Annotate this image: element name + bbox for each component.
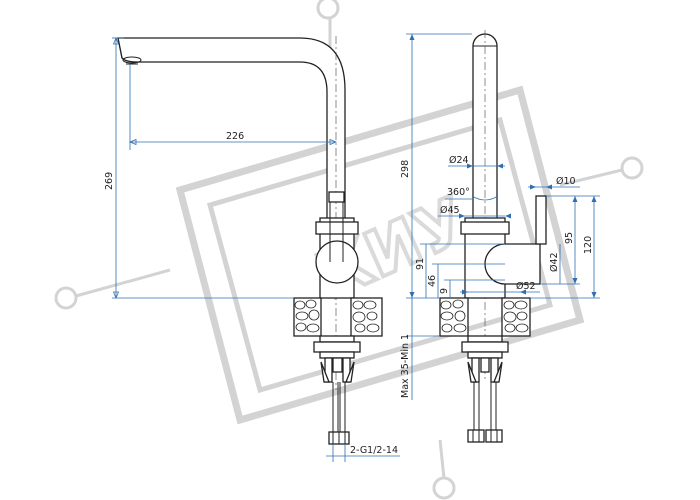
- side-spout: [117, 37, 346, 221]
- dim-base-diameter: Ø52: [516, 281, 536, 292]
- front-lever: [535, 195, 547, 245]
- dim-95: 95: [564, 232, 575, 244]
- dim-rotation: 360°: [447, 187, 470, 198]
- dim-spout-diameter: Ø24: [449, 155, 469, 166]
- dim-body-diameter: Ø45: [440, 205, 460, 216]
- dim-height: 269: [104, 172, 115, 190]
- side-aerator: [122, 56, 142, 64]
- dim-120: 120: [583, 236, 594, 254]
- dim-lever-diameter: Ø10: [556, 176, 576, 187]
- side-view: 226 269 2-G1/2-14: [104, 36, 400, 462]
- front-hose-nut-right: [485, 429, 503, 443]
- dim-connection: 2-G1/2-14: [350, 445, 398, 456]
- front-view: 298 Max 35-Min 1 Ø24 360° Ø45 Ø10: [400, 30, 600, 443]
- watermark-frame-inner: [206, 116, 554, 394]
- front-stones: [440, 299, 529, 333]
- watermark-ring-bottom: [432, 476, 456, 500]
- watermark-ring-left: [54, 286, 78, 310]
- dim-46: 46: [427, 275, 438, 287]
- side-handle: [315, 240, 359, 284]
- watermark-ring-right: [620, 156, 644, 180]
- dim-91: 91: [415, 258, 426, 270]
- side-lock-nut: [313, 341, 361, 353]
- dim-mount: Max 35-Min 1: [400, 334, 411, 398]
- dim-handle-diameter: Ø42: [549, 252, 560, 272]
- side-stones: [294, 299, 380, 333]
- dim-9: 9: [439, 288, 450, 294]
- dim-total-height: 298: [400, 160, 411, 178]
- front-lock-nut: [461, 341, 509, 353]
- dim-reach: 226: [226, 131, 244, 142]
- watermark-ring-top: [316, 0, 340, 20]
- side-dimensions: 226 269 2-G1/2-14: [104, 36, 400, 462]
- front-handle: [484, 243, 541, 285]
- watermark-frame-outer: [175, 85, 585, 425]
- front-dimensions: 298 Max 35-Min 1 Ø24 360° Ø45 Ø10: [400, 33, 600, 400]
- front-hose-nut-left: [467, 429, 485, 443]
